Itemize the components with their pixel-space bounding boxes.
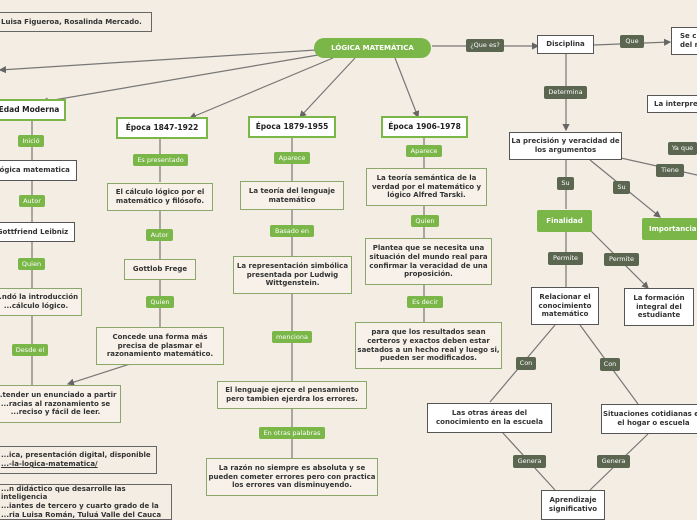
concede-node[interactable]: Concede una forma más precisa de plasmar… [96,327,224,365]
autor-label-1: Autor [19,195,45,207]
precision-node[interactable]: La precisión y veracidad de los argument… [509,132,622,160]
reference-2-line-2: ...iantes de tercero y cuarto grado de l… [1,502,159,510]
razon-node[interactable]: La razón no siempre es absoluta y se pue… [206,458,378,496]
es-decir-label-1: Desde el [12,344,48,356]
permite-label-1: Permite [548,252,583,265]
logica-matematica-node[interactable]: lógica matematica [0,160,77,181]
permite-label-2: Permite [604,253,639,266]
formacion-node[interactable]: La formación integral del estudiante [624,288,694,326]
lenguaje-errores-node[interactable]: El lenguaje ejerce el pensamiento pero t… [217,381,367,409]
quien-label-2: Quien [146,296,174,308]
disciplina-node[interactable]: Disciplina [537,35,594,54]
edad-moderna-node[interactable]: Edad Moderna [0,99,66,121]
root-node[interactable]: LÓGICA MATEMÁTICA [314,38,431,58]
otras-areas-node[interactable]: Las otras áreas del conocimiento en la e… [427,403,552,433]
reference-note-2: ...n didáctico que desarrolle las inteli… [0,484,172,520]
finalidad-node[interactable]: Finalidad [537,210,592,232]
basado-en-label: Basado en [270,225,314,237]
tiene-label: Tiene [656,164,684,177]
introduccion-node[interactable]: ...ndó la introducción ...cálculo lógico… [0,288,82,316]
se-cut-node[interactable]: Se c... del r... [671,27,697,55]
genera-label-1: Genera [513,455,546,468]
es-presentado-label: Es presentado [133,154,188,166]
plantea-node[interactable]: Plantea que se necesita una situación de… [365,238,492,285]
inicio-label: Inició [18,135,44,147]
aparece-label-1: Aparece [274,152,310,164]
genera-label-2: Genera [597,455,630,468]
la-interpre-node[interactable]: La interpre... [647,95,697,113]
teoria-lenguaje-node[interactable]: La teoría del lenguaje matemático [240,181,344,210]
leibniz-node[interactable]: Gottfriend Leibniz [0,222,75,242]
reference-2-line-1: ...n didáctico que desarrolle las inteli… [1,484,126,502]
que-es-label: ¿Que es? [466,39,504,52]
aparece-label-2: Aparece [406,145,442,157]
quien-label-3: Quien [411,215,439,227]
en-otras-palabras-label: En otras palabras [259,427,325,439]
reference-2-line-3: ...ria Luisa Román, Tuluá Valle del Cauc… [1,510,162,519]
su-label-2: Su [613,181,630,194]
relacionar-node[interactable]: Relacionar el conocimiento matemático [531,287,599,325]
ya-que-label: Ya que [668,142,697,155]
entender-node[interactable]: ...tender un enunciado a partir ...racia… [0,385,121,423]
con-label-2: Con [600,358,620,371]
que-label: Que [620,35,644,48]
con-label-1: Con [516,357,536,370]
frege-node[interactable]: Gottlob Frege [124,259,196,280]
semantica-node[interactable]: La teoría semántica de la verdad por el … [366,168,487,206]
importancia-node[interactable]: Importancia [642,218,697,240]
epoca-1906-node[interactable]: Época 1906-1978 [381,116,468,138]
es-decir-label-2: Es decir [407,296,443,308]
situaciones-node[interactable]: Situaciones cotidianas en el hogar o esc… [601,404,697,434]
epoca-1879-node[interactable]: Época 1879-1955 [248,116,336,138]
quien-label-1: Quien [18,258,45,270]
aprendizaje-node[interactable]: Aprendizaje significativo [541,490,605,520]
epoca-1847-node[interactable]: Época 1847-1922 [116,117,208,139]
para-que-node[interactable]: para que los resultados sean certeros y … [355,322,502,369]
representacion-node[interactable]: La representación simbólica presentada p… [233,256,352,294]
menciona-label: menciona [272,331,312,343]
reference-note-1: ...ica, presentación digital, disponible… [0,446,157,474]
determina-label: Determina [544,86,587,99]
authors-note: Luisa Figueroa, Rosalinda Mercado. [0,12,152,32]
su-label-1: Su [557,177,574,190]
autor-label-2: Autor [146,229,173,241]
reference-1-line-2: ...-la-logica-matematica/ [1,460,98,468]
calculo-node[interactable]: El cálculo lógico por el matemático y fi… [107,183,213,211]
reference-1-line-1: ...ica, presentación digital, disponible [1,451,151,460]
